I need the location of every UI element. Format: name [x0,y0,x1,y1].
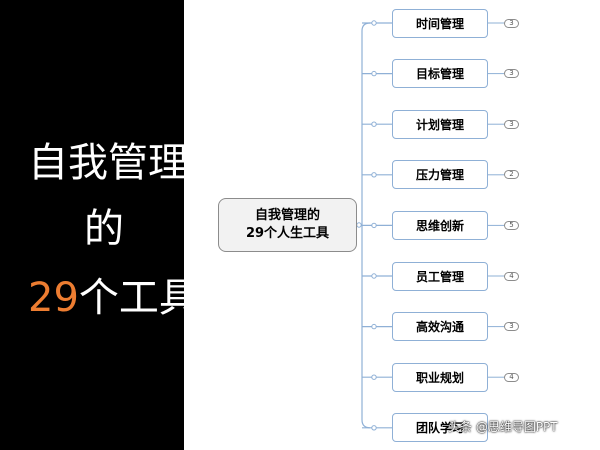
branch-dot-2 [371,70,377,77]
title-number: 29 [28,275,79,321]
branch-label: 高效沟通 [415,320,464,335]
center-node-line-1: 自我管理的 [254,208,320,223]
count-badge-6[interactable]: 4 [504,271,519,281]
branch-label: 职业规划 [415,370,464,385]
branch-node-1[interactable]: 时间管理 [392,8,488,38]
branch-label: 压力管理 [415,168,464,183]
branch-dot-7 [371,323,377,330]
branch-node-4[interactable]: 压力管理 [392,160,488,190]
center-link-dot [356,222,362,228]
branch-label: 团队学习 [415,421,464,436]
center-node-line-2: 29个人生工具 [245,226,330,241]
connector-group [356,20,504,431]
branch-dot-3 [371,121,377,127]
title-line-2: 的 [84,206,124,252]
branch-label: 员工管理 [415,269,464,284]
branch-node-7[interactable]: 高效沟通 [392,312,488,342]
count-badge-4[interactable]: 2 [504,170,519,180]
branch-dot-9 [371,425,377,431]
title-line-3: 29个工具 [28,276,199,320]
branch-label: 时间管理 [415,16,464,31]
count-badge-3[interactable]: 3 [504,119,519,129]
branch-node-6[interactable]: 员工管理 [392,261,488,291]
watermark: 头条 @思维导图PPT [448,420,558,434]
branch-label: 目标管理 [415,67,464,82]
branch-dot-1 [371,20,377,26]
branch-node-2[interactable]: 目标管理 [392,59,488,89]
count-badge-2[interactable]: 3 [504,69,519,79]
branch-dot-6 [371,273,377,279]
branch-label: 思维创新 [415,218,464,233]
count-badge-5[interactable]: 5 [504,220,519,230]
center-node[interactable]: 自我管理的 29个人生工具 [218,198,357,252]
count-badge-7[interactable]: 3 [504,322,519,332]
branch-label: 计划管理 [415,117,464,132]
title-suffix: 个工具 [78,275,199,321]
branch-node-5[interactable]: 思维创新 [392,210,488,240]
count-badge-1[interactable]: 3 [504,18,519,28]
count-badge-8[interactable]: 4 [504,372,519,382]
title-line-1: 自我管理 [28,140,188,186]
branch-node-9[interactable]: 团队学习 [392,413,488,443]
branch-dot-8 [371,374,377,380]
branch-dot-4 [371,172,377,178]
branch-dot-5 [371,222,377,229]
left-title-panel: 自我管理 的 29个工具 [0,0,199,450]
branch-node-3[interactable]: 计划管理 [392,109,488,139]
branch-node-8[interactable]: 职业规划 [392,362,488,392]
